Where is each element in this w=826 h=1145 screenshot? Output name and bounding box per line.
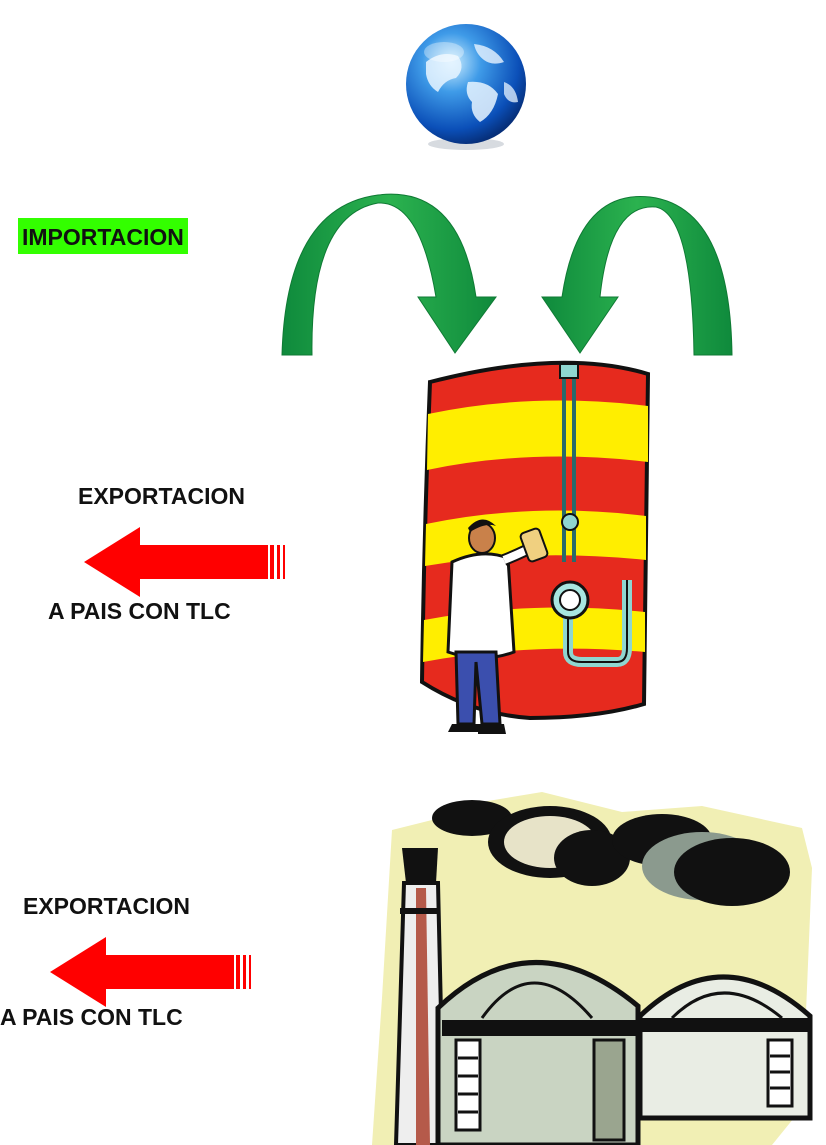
export-label-top: EXPORTACION bbox=[78, 483, 245, 509]
export-label-bottom: EXPORTACION bbox=[23, 893, 190, 919]
tank-with-technician-icon bbox=[419, 360, 651, 734]
curved-arrow-icon bbox=[281, 193, 733, 356]
export-destination-bottom: A PAIS CON TLC bbox=[0, 1004, 183, 1030]
globe-icon bbox=[406, 24, 526, 150]
export-destination-top: A PAIS CON TLC bbox=[48, 598, 231, 624]
left-arrow-icon bbox=[84, 527, 285, 597]
left-arrow-icon bbox=[50, 937, 251, 1007]
factory-icon bbox=[372, 792, 813, 1145]
import-label: IMPORTACION bbox=[18, 218, 188, 254]
